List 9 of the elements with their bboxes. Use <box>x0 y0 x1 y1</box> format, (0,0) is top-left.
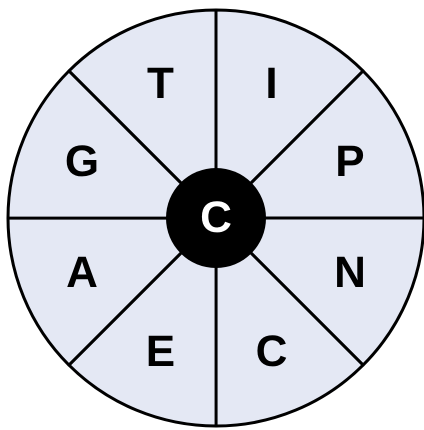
sector-letter: I <box>265 62 278 106</box>
sector-letter: T <box>147 62 174 106</box>
sector-letter: P <box>335 140 365 184</box>
sector-letter: N <box>334 251 366 296</box>
sector-letter: E <box>146 330 176 374</box>
sector-letter: C <box>256 330 288 374</box>
sector-letter: A <box>66 251 98 296</box>
sector-letter: G <box>64 140 100 184</box>
center-letter: C <box>200 196 232 240</box>
